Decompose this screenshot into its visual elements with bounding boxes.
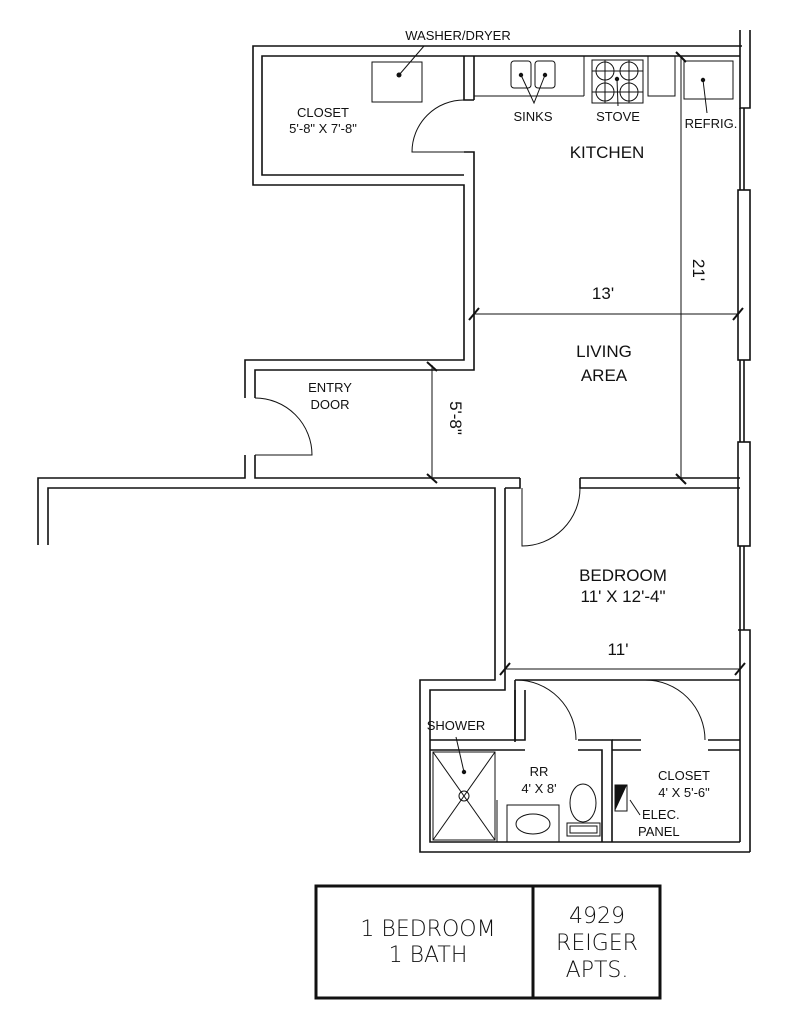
closet-bottom-label: CLOSET — [658, 768, 710, 783]
entry-label-1: ENTRY — [308, 380, 352, 395]
unit-type-line-2: 1 BATH — [389, 943, 468, 968]
kitchen-label: KITCHEN — [570, 143, 645, 162]
dimension-21: 21' — [689, 259, 708, 281]
walls — [37, 30, 751, 853]
toilet — [569, 783, 597, 823]
sinks-label: SINKS — [513, 109, 552, 124]
elec-label-1: ELEC. — [642, 807, 680, 822]
dimension-5-8: 5'-8" — [446, 401, 465, 435]
bathtub-sink — [506, 804, 560, 843]
fixtures — [371, 45, 734, 843]
closet-label: CLOSET — [297, 105, 349, 120]
living-label-2: AREA — [581, 366, 628, 385]
living-label-1: LIVING — [576, 342, 632, 361]
closet-bottom-size: 4' X 5'-6" — [658, 785, 710, 800]
address-line-3: APTS. — [566, 958, 629, 983]
bedroom-size: 11' X 12'-4" — [581, 587, 666, 606]
rr-label: RR — [530, 764, 549, 779]
washer-dryer-label: WASHER/DRYER — [405, 28, 510, 43]
shower — [432, 751, 496, 841]
dimensions — [426, 51, 746, 676]
sink-left — [510, 60, 532, 89]
refrig-label: REFRIG. — [685, 116, 738, 131]
rr-size: 4' X 8' — [521, 781, 556, 796]
dimension-13: 13' — [592, 284, 614, 303]
sink-right — [534, 60, 556, 89]
electrical-panel — [615, 785, 627, 811]
washer-dryer — [371, 61, 423, 103]
room-labels: WASHER/DRYER CLOSET 5'-8" X 7'-8" SINKS … — [289, 28, 737, 839]
bedroom-label: BEDROOM — [579, 566, 667, 585]
entry-label-2: DOOR — [311, 397, 350, 412]
unit-type-line-1: 1 BEDROOM — [360, 917, 495, 942]
refrigerator — [683, 60, 734, 100]
doors — [254, 99, 706, 741]
closet-size: 5'-8" X 7'-8" — [289, 121, 357, 136]
address-line-1: 4929 — [569, 904, 625, 929]
shower-label: SHOWER — [427, 718, 486, 733]
dimension-11: 11' — [608, 640, 629, 659]
elec-label-2: PANEL — [638, 824, 680, 839]
stove-label: STOVE — [596, 109, 640, 124]
title-block: 1 BEDROOM 1 BATH 4929 REIGER APTS. — [314, 884, 662, 1000]
address-line-2: REIGER — [556, 931, 638, 956]
